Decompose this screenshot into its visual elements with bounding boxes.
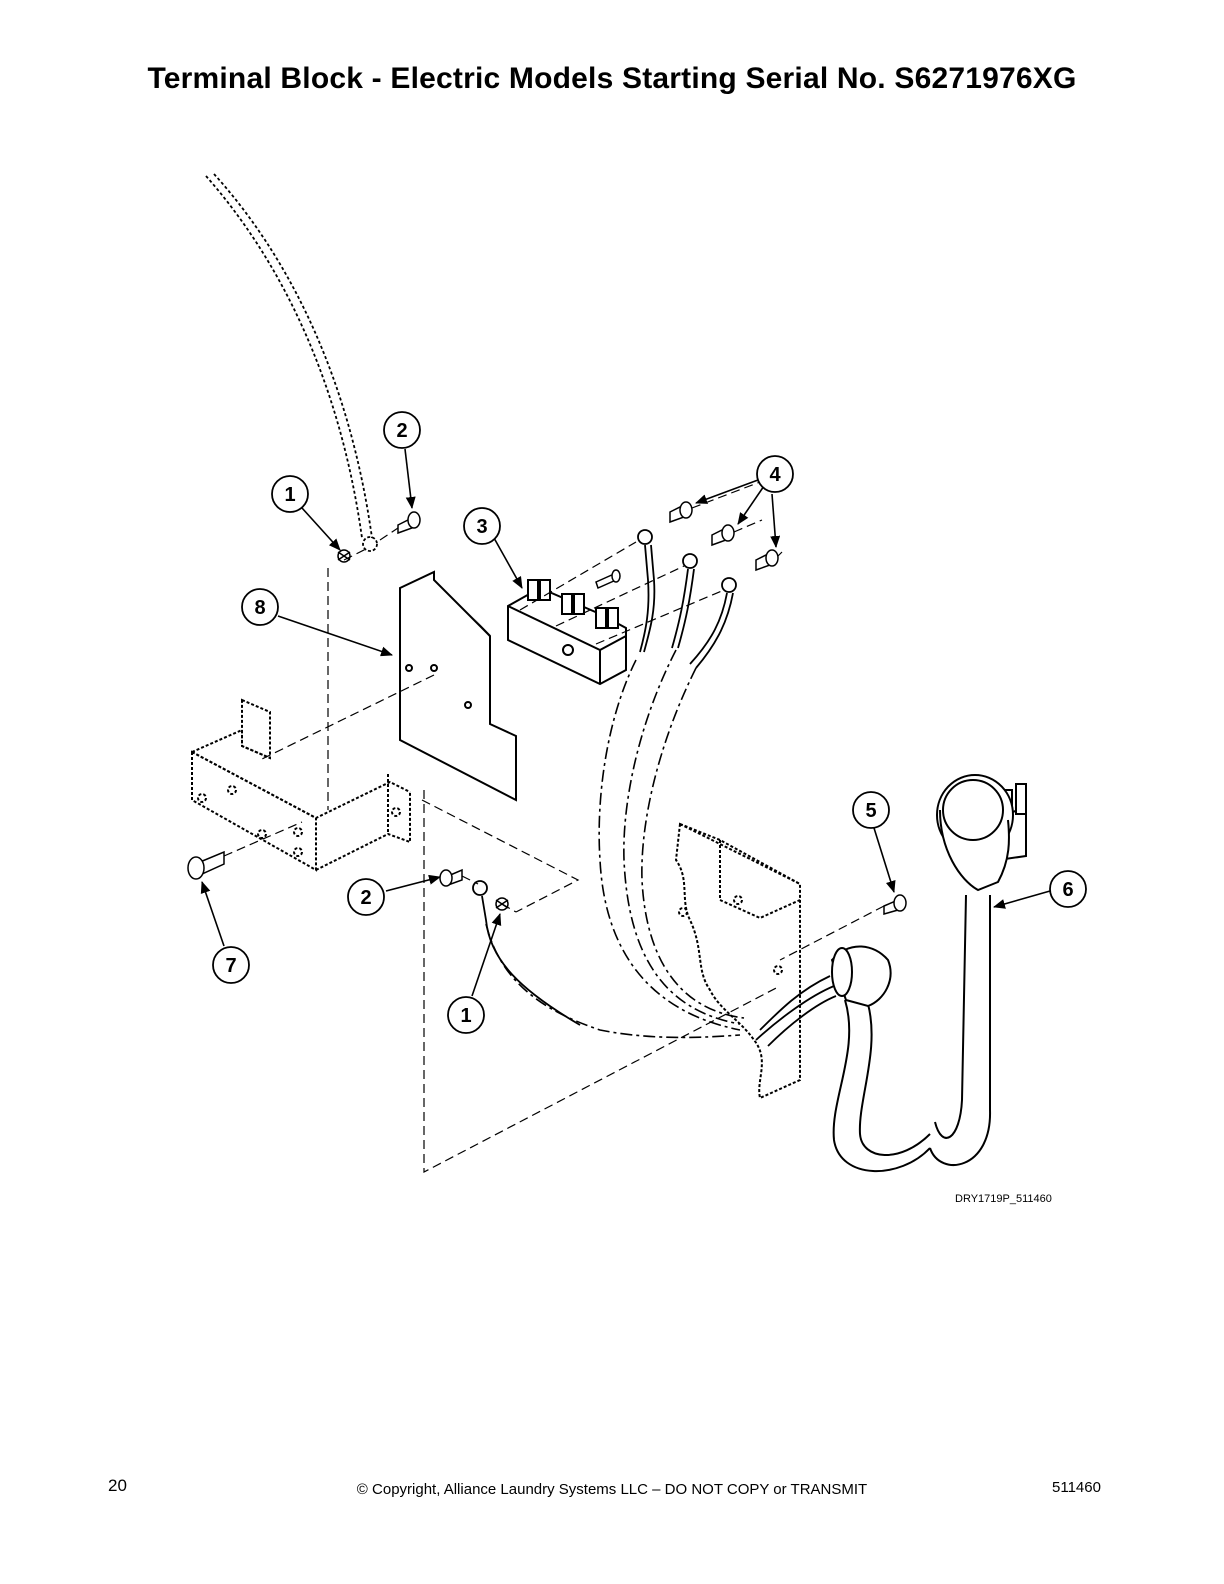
page-title: Terminal Block - Electric Models Startin… <box>147 62 1077 95</box>
power-wires <box>637 529 737 669</box>
terminal-screws <box>669 501 779 572</box>
star-washer-1a <box>337 549 351 563</box>
callout-5-label: 5 <box>865 800 876 822</box>
ground-wire-lower <box>472 880 581 1026</box>
page-number: 20 <box>108 1476 127 1495</box>
callout-6-label: 6 <box>1062 879 1073 901</box>
callout-4: 4 <box>756 455 794 493</box>
callout-1b-label: 1 <box>460 1005 471 1027</box>
callout-4-label: 4 <box>769 464 781 486</box>
left-mounting-bracket <box>191 698 411 872</box>
callout-2a-label: 2 <box>396 420 407 442</box>
alignment-lines <box>223 481 885 1173</box>
callout-2a: 2 <box>383 411 421 449</box>
callout-8: 8 <box>241 588 279 626</box>
callout-3: 3 <box>463 507 501 545</box>
callout-5: 5 <box>852 791 890 829</box>
screw-2b <box>439 868 463 887</box>
callout-1a: 1 <box>271 475 309 513</box>
callout-8-label: 8 <box>254 597 265 619</box>
callout-1a-label: 1 <box>284 484 295 506</box>
terminal-block <box>507 579 627 686</box>
drawing-code: DRY1719P_511460 <box>955 1193 1052 1205</box>
callout-2b-label: 2 <box>360 887 371 909</box>
right-mounting-bracket <box>674 822 801 1100</box>
callout-leaders <box>200 448 1051 997</box>
power-cord-plug <box>936 774 1027 892</box>
document-number: 511460 <box>1052 1479 1101 1496</box>
callout-6: 6 <box>1049 870 1087 908</box>
screw-2a <box>397 511 421 535</box>
incoming-wire-harness <box>205 173 373 539</box>
ground-ring-terminal-top <box>362 536 378 552</box>
callout-7: 7 <box>212 946 250 984</box>
harness-to-cord <box>755 975 837 1047</box>
screw-5 <box>883 894 907 915</box>
callout-7-label: 7 <box>225 955 236 977</box>
callout-2b: 2 <box>347 878 385 916</box>
strain-relief <box>830 945 892 1008</box>
harness-dash-routing <box>485 649 745 1039</box>
callout-1b: 1 <box>447 996 485 1034</box>
terminal-block-mounting-plate <box>399 570 517 802</box>
callout-3-label: 3 <box>476 516 487 538</box>
terminal-block-screw <box>595 569 621 590</box>
copyright-notice: © Copyright, Alliance Laundry Systems LL… <box>356 1481 868 1498</box>
bolt-7 <box>187 850 225 880</box>
power-cord <box>832 894 992 1173</box>
